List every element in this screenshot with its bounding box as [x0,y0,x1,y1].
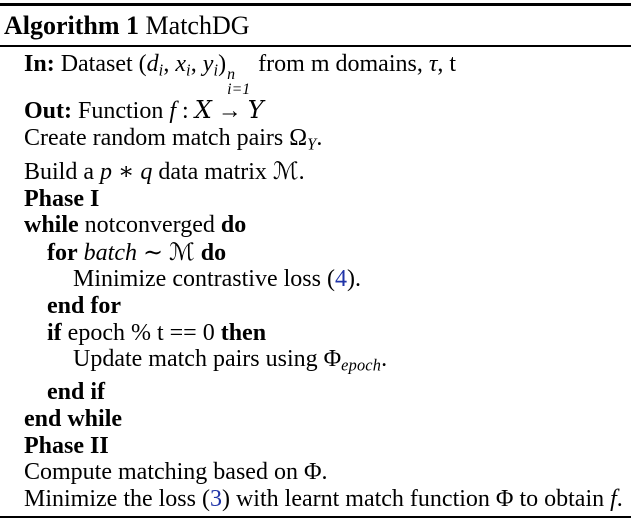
text-run: ). [346,266,361,293]
text-run: ) [218,51,227,77]
text-run: q [140,159,153,186]
algo-line: end if [0,379,631,406]
keyword-for: for [47,239,78,266]
algorithm-header: Algorithm 1 MatchDG [0,6,631,45]
algo-line: for batch ∼ ℳ do [0,239,631,267]
algo-line: Out: Function f : X → Y [0,97,631,125]
text-run: Update match pairs using [73,346,324,373]
text-run: . [298,159,305,186]
algo-line: end while [0,406,631,433]
cal-m: ℳ [272,157,299,186]
text-run: . [321,459,328,486]
text-run: f [169,98,177,125]
cal-x: X [194,96,212,125]
algo-line: if epoch % t == 0 then [0,320,631,347]
algo-line: Minimize contrastive loss (4). [0,266,631,293]
text-run: Y [307,134,317,154]
text-run: notconverged [78,212,221,239]
keyword-end-while: end while [24,406,123,433]
text-run: τ [428,51,438,77]
text-run: Φ [323,346,342,373]
eq-ref-4[interactable]: 4 [334,266,347,293]
text-run: epoch % t == 0 [61,319,221,346]
text-run: → [211,98,248,125]
keyword-then: then [220,319,267,346]
text-run: , [190,51,203,77]
text-run: , [163,51,176,77]
text-run: d [146,51,159,77]
text-run: Create random match pairs [24,124,290,151]
text-run: : [176,98,195,125]
algorithm-number-label: Algorithm 1 [4,11,140,40]
keyword-end-if: end if [47,379,106,406]
text-run: ∼ [136,239,170,266]
keyword-while: while [24,212,79,239]
text-run: i [186,60,191,80]
algo-line: Update match pairs using Φepoch. [0,346,631,379]
text-run: x [175,51,187,77]
keyword-end-for: end for [47,293,121,320]
text-run: . [316,124,323,151]
algo-line: Create random match pairs ΩY. [0,125,631,158]
algo-line: end for [0,293,631,320]
text-run: from m domains, [252,51,429,77]
text-run: data matrix [152,159,273,186]
algorithm-title: MatchDG [139,11,250,40]
keyword-out: Out: [24,98,72,125]
text-run: Dataset [54,51,139,77]
keyword-do: do [220,212,247,239]
algo-line: Phase I [0,186,631,213]
text-run: Compute matching based on [24,459,304,486]
keyword-if: if [47,319,62,346]
text-run: ( [138,51,147,77]
text-run: y [202,51,214,77]
text-run: i [213,60,219,80]
keyword-in: In: [24,51,55,77]
phase-1-label: Phase I [24,185,100,212]
text-run: batch [83,239,137,266]
text-run: Ω [289,124,308,151]
text-run: i [158,60,164,80]
text-run: p [100,159,112,186]
text-run: Φ [303,459,322,486]
keyword-do: do [200,239,227,266]
cal-y: Y [247,96,264,125]
header-rule [0,45,631,47]
algo-line: Compute matching based on Φ. [0,459,631,486]
text-run: Minimize contrastive loss ( [73,266,335,293]
text-run: Build a [24,159,100,186]
algorithm-box: Algorithm 1 MatchDG In: Dataset (di, xi,… [0,3,631,518]
algo-line: Phase II [0,433,631,460]
phase-2-label: Phase II [24,432,109,459]
algo-line: while notconverged do [0,212,631,239]
text-run: . [381,346,388,373]
cal-m: ℳ [169,237,195,266]
text-run: epoch [341,355,382,375]
top-rule [0,3,631,6]
text-run: ∗ [112,159,141,186]
algo-line: Build a p ∗ q data matrix ℳ. [0,158,631,186]
text-run: Function [72,98,170,125]
text-run: , t [437,51,457,77]
